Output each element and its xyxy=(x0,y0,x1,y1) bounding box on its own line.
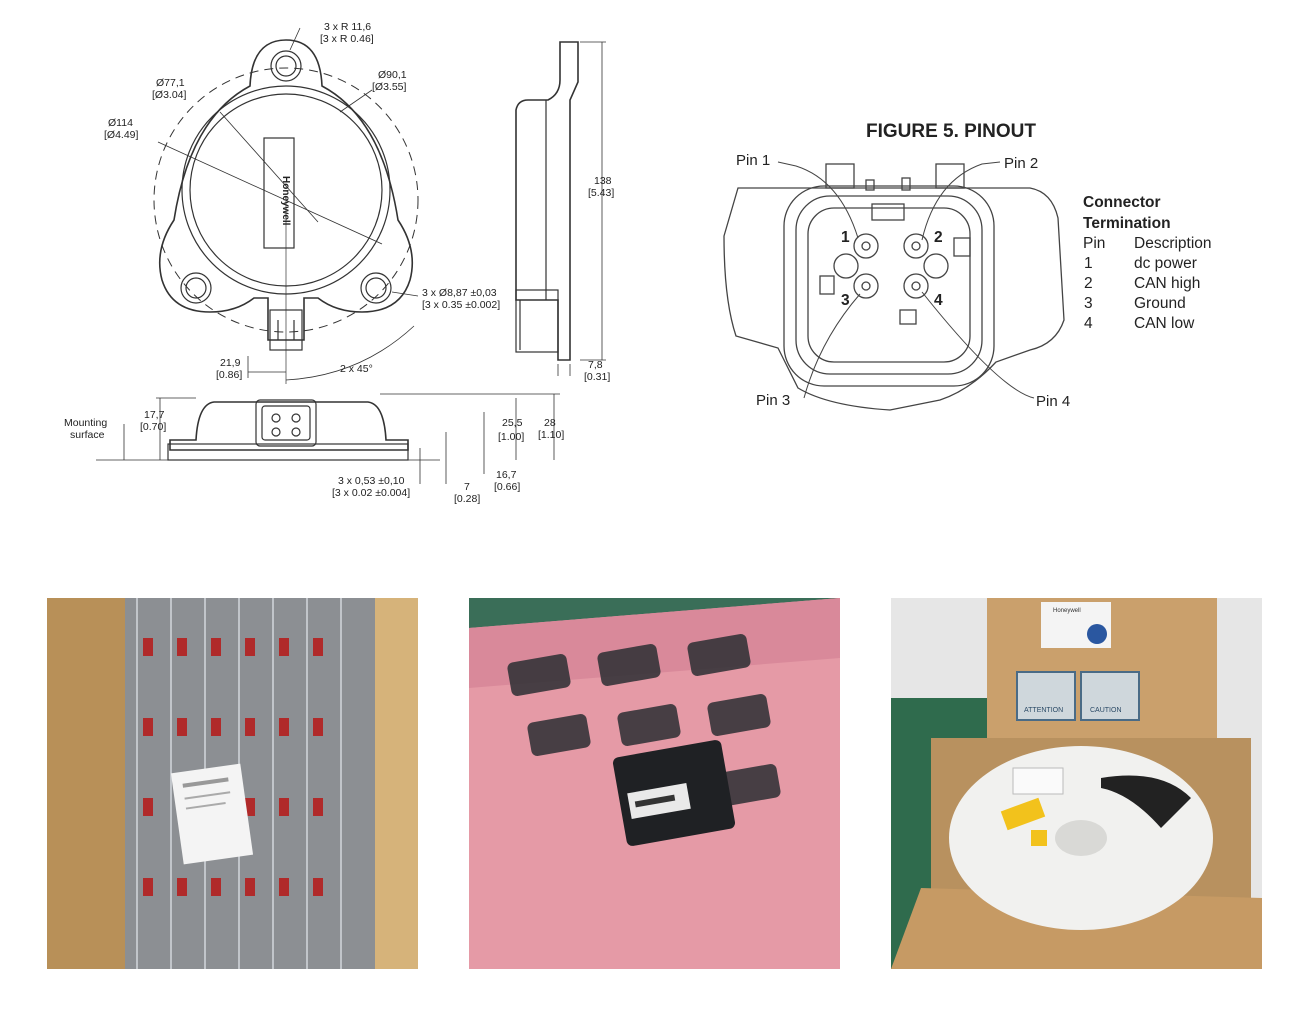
dim-t7-8: 7,8 xyxy=(588,359,603,371)
table-row-desc: CAN high xyxy=(1134,275,1200,292)
dim-h28-in: [1.10] xyxy=(538,429,564,441)
table-row-pin: 3 xyxy=(1084,295,1093,312)
pin-number-1: 1 xyxy=(841,229,850,246)
plate-brand-text: Honeywell xyxy=(280,176,291,226)
photo-boxed-trays xyxy=(47,598,418,969)
dim-pin053-in: [3 x 0.02 ±0.004] xyxy=(332,487,410,499)
dim-surface: surface xyxy=(70,429,105,441)
dim-h7-in: [0.28] xyxy=(454,493,480,505)
dim-w21-in: [0.86] xyxy=(216,369,242,381)
box-label-brand: Honeywell xyxy=(1053,608,1081,614)
table-row-pin: 1 xyxy=(1084,255,1093,272)
dim-d90: Ø90,1 xyxy=(378,69,407,81)
dim-h7: 7 xyxy=(464,481,470,493)
dim-h17-in: [0.70] xyxy=(140,421,166,433)
table-title-line2: Termination xyxy=(1083,215,1171,232)
table-title-line1: Connector xyxy=(1083,194,1161,211)
dim-h138-in: [5.43] xyxy=(588,187,614,199)
pinout-figure: FIGURE 5. PINOUT 1 2 3 4 Pin 1 Pin 2 Pin xyxy=(723,121,1212,411)
dim-h25: 25,5 xyxy=(502,417,523,429)
dim-hole: 3 x Ø8,87 ±0,03 xyxy=(422,287,497,299)
dim-angle: 2 x 45° xyxy=(340,363,373,375)
dim-h17: 17,7 xyxy=(144,409,165,421)
dim-corner-radius: 3 x R 11,6 xyxy=(324,21,371,33)
attention-label: ATTENTION xyxy=(1024,707,1063,714)
dim-h138: 138 xyxy=(594,175,612,187)
table-row-pin: 4 xyxy=(1084,315,1093,332)
pin-label-1: Pin 1 xyxy=(736,152,770,169)
pin-number-2: 2 xyxy=(934,229,943,246)
mechanical-drawing: Honeywell 3 x R 11,6 [3 x R 0.46] Ø77,1 … xyxy=(64,21,614,505)
table-col-pin: Pin xyxy=(1083,235,1105,252)
dim-corner-radius-in: [3 x R 0.46] xyxy=(320,33,374,45)
photo-reel-in-box: ATTENTION CAUTION Honeywell xyxy=(891,598,1262,969)
table-col-description: Description xyxy=(1134,235,1212,252)
table-row-pin: 2 xyxy=(1084,275,1093,292)
pin-label-2: Pin 2 xyxy=(1004,155,1038,172)
dim-pin053: 3 x 0,53 ±0,10 xyxy=(338,475,405,487)
dim-h25-in: [1.00] xyxy=(498,431,524,443)
photo-sensor-on-foam xyxy=(469,598,840,969)
pin-label-3: Pin 3 xyxy=(756,392,790,409)
dim-d114: Ø114 xyxy=(108,117,133,129)
dim-w21: 21,9 xyxy=(220,357,241,369)
table-row-desc: dc power xyxy=(1134,255,1197,272)
dim-d77-in: [Ø3.04] xyxy=(152,89,187,101)
pinout-title: FIGURE 5. PINOUT xyxy=(866,121,1036,142)
dim-d77: Ø77,1 xyxy=(156,77,185,89)
pin-label-4: Pin 4 xyxy=(1036,393,1070,410)
dim-h16: 16,7 xyxy=(496,469,517,481)
dim-mounting: Mounting xyxy=(64,417,107,429)
dim-hole-in: [3 x 0.35 ±0.002] xyxy=(422,299,500,311)
pin-number-3: 3 xyxy=(841,292,850,309)
dim-d114-in: [Ø4.49] xyxy=(104,129,139,141)
pin-number-4: 4 xyxy=(934,292,943,309)
table-row-desc: CAN low xyxy=(1134,315,1195,332)
dim-h28: 28 xyxy=(544,417,556,429)
dim-t7-8-in: [0.31] xyxy=(584,371,610,383)
dim-d90-in: [Ø3.55] xyxy=(372,81,407,93)
caution-label: CAUTION xyxy=(1090,707,1122,714)
dim-h16-in: [0.66] xyxy=(494,481,520,493)
table-row-desc: Ground xyxy=(1134,295,1186,312)
